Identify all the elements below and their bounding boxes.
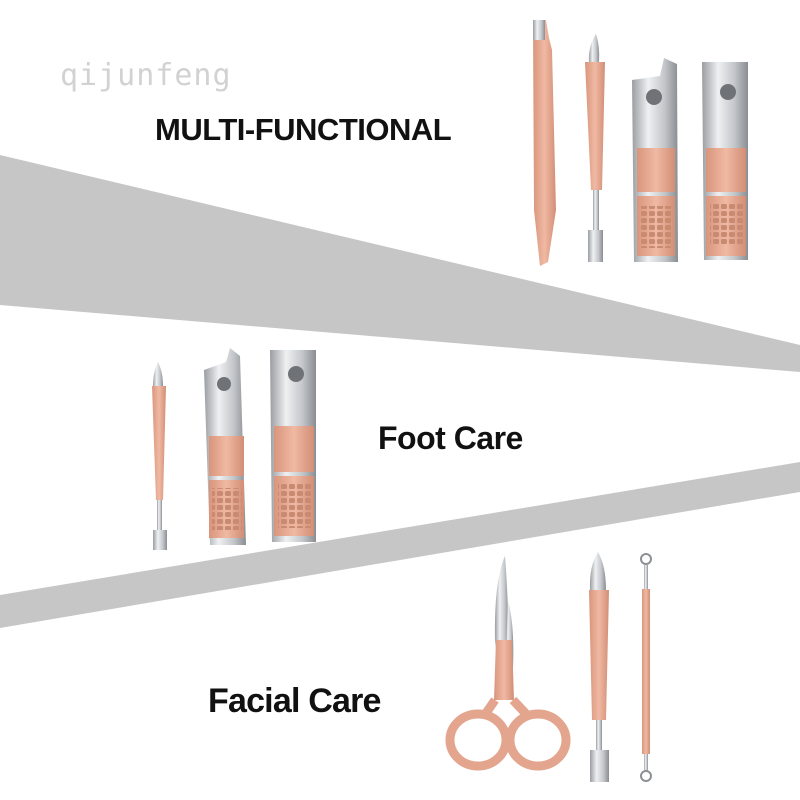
tweezers	[533, 20, 556, 266]
nail-clipper-straight-mid	[270, 350, 316, 542]
nail-clipper-angled-mid	[204, 348, 246, 545]
blackhead-extractor	[640, 553, 652, 782]
nail-clipper-straight	[702, 62, 748, 260]
section-label-facial-care: Facial Care	[208, 682, 381, 720]
cuticle-pusher-small	[152, 362, 167, 550]
cuticle-pusher-bottom	[589, 552, 609, 782]
headline: MULTI-FUNCTIONAL	[155, 112, 452, 147]
scissors	[445, 556, 571, 771]
grey-band-bottom	[0, 462, 800, 628]
nail-clipper-angled	[632, 58, 678, 262]
grey-band-top	[0, 155, 800, 372]
section-label-foot-care: Foot Care	[378, 420, 523, 456]
cuticle-pusher	[585, 34, 605, 262]
watermark-text: qijunfeng	[60, 58, 232, 93]
